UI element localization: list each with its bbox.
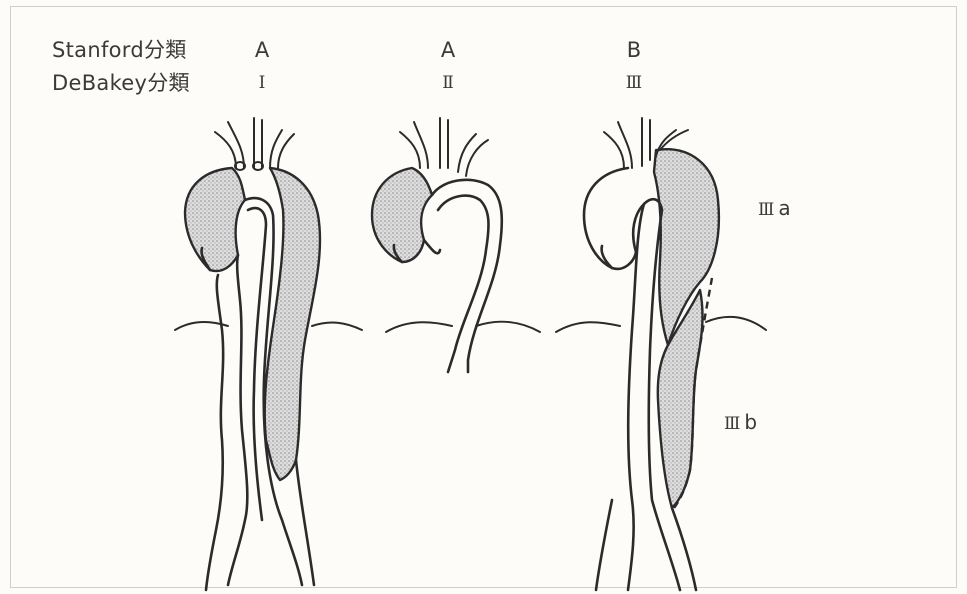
aorta-type-3 xyxy=(556,118,766,590)
aorta-type-2 xyxy=(372,118,540,372)
dissection-ascending-2 xyxy=(372,168,432,262)
dissection-ascending-1 xyxy=(185,168,245,271)
aorta-type-1 xyxy=(175,118,362,590)
